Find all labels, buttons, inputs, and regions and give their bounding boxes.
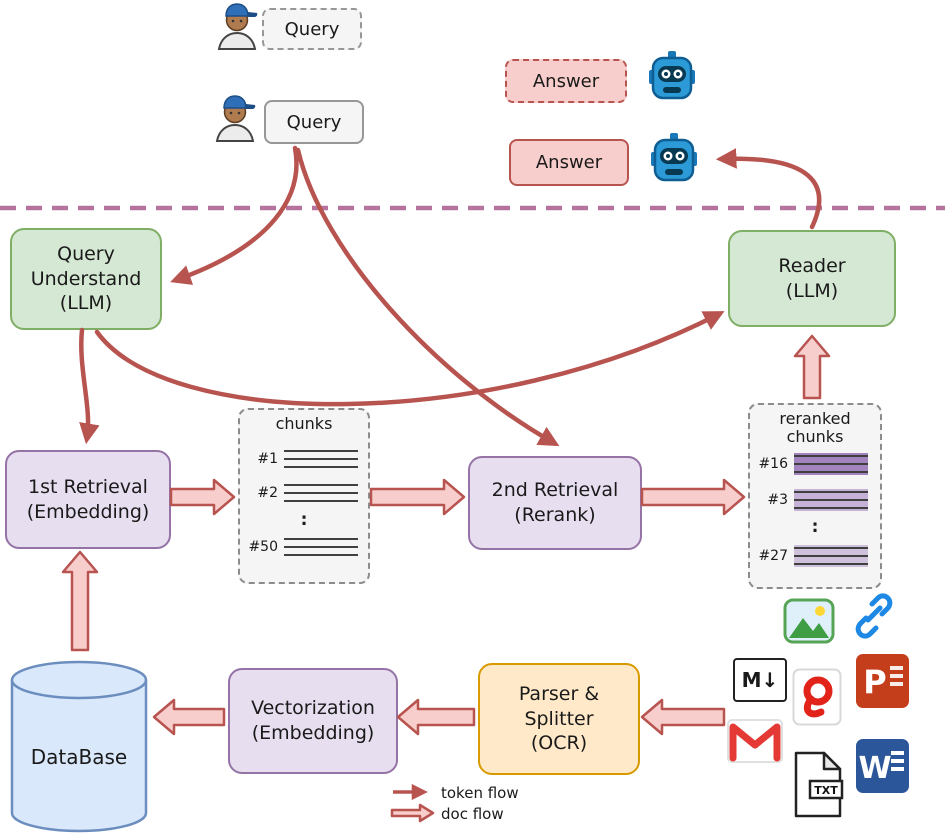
arrow-understand-to-reader xyxy=(94,311,725,407)
arrow-docs-to-parser xyxy=(640,698,726,736)
arrow-reranked-to-reader xyxy=(793,334,831,400)
chunk-lines xyxy=(284,448,358,470)
image-icon xyxy=(783,598,835,644)
robot-icon xyxy=(649,51,695,100)
chunks-box: chunks #1 #2 : #50 xyxy=(238,408,370,584)
vectorization-label: Vectorization (Embedding) xyxy=(251,697,375,744)
chunk-ellipsis: : xyxy=(300,510,308,530)
link-icon xyxy=(855,593,893,639)
chunk-label: #50 xyxy=(248,539,278,555)
txt-file-icon: TXT xyxy=(794,751,844,818)
reranked-chunk-row: #16 xyxy=(756,453,868,475)
second-retrieval-label: 2nd Retrieval (Rerank) xyxy=(491,479,619,526)
user-icon xyxy=(215,95,256,142)
arrow-query-to-understand xyxy=(170,145,299,285)
pdf-icon xyxy=(792,668,842,726)
chunk-lines-highlighted xyxy=(794,489,868,511)
database-label: DataBase xyxy=(30,745,128,769)
chunk-label: #16 xyxy=(758,456,788,472)
chunk-label: #27 xyxy=(758,548,788,564)
arrow-second-retrieval-to-reranked xyxy=(640,478,746,516)
answer-label: Answer xyxy=(535,152,603,173)
chunk-label: #3 xyxy=(767,492,788,508)
arrow-parser-to-vectorization xyxy=(396,698,476,736)
second-retrieval-node: 2nd Retrieval (Rerank) xyxy=(468,456,642,550)
arrow-vectorization-to-database xyxy=(152,698,226,736)
legend-doc-flow-arrow xyxy=(390,803,435,823)
answer-box: Answer xyxy=(509,139,629,186)
query-understand-node: Query Understand (LLM) xyxy=(10,228,162,330)
query-understand-label: Query Understand (LLM) xyxy=(30,242,142,315)
reader-node: Reader (LLM) xyxy=(728,230,896,327)
chunk-row: #2 xyxy=(246,482,358,504)
markdown-icon: M↓ xyxy=(733,658,787,702)
answer-draft-label: Answer xyxy=(532,70,600,92)
query-draft-label: Query xyxy=(284,18,340,40)
vectorization-node: Vectorization (Embedding) xyxy=(228,668,398,774)
first-retrieval-label: 1st Retrieval (Embedding) xyxy=(26,475,150,523)
arrow-understand-to-first-retrieval xyxy=(79,327,100,445)
parser-splitter-node: Parser & Splitter (OCR) xyxy=(478,663,640,775)
txt-icon-text: TXT xyxy=(814,784,838,797)
chunk-ellipsis: : xyxy=(811,517,819,537)
query-draft-box: Query xyxy=(262,8,362,50)
chunk-row: #50 xyxy=(246,536,358,558)
legend-doc-flow-label: doc flow xyxy=(441,805,504,823)
query-label: Query xyxy=(286,111,342,133)
legend-token-flow-label: token flow xyxy=(441,784,519,802)
arrow-chunks-to-second-retrieval xyxy=(369,478,466,516)
robot-icon xyxy=(651,133,697,182)
chunks-title: chunks xyxy=(275,414,333,433)
chunk-label: #2 xyxy=(257,485,278,501)
reranked-chunk-row: #27 xyxy=(756,545,868,567)
gmail-icon xyxy=(727,719,783,763)
chunk-row: #1 xyxy=(246,448,358,470)
query-box: Query xyxy=(264,100,364,144)
database-cylinder xyxy=(10,660,148,833)
chunk-lines-highlighted xyxy=(794,453,868,475)
chunk-lines xyxy=(284,482,358,504)
markdown-icon-text: M↓ xyxy=(741,668,779,692)
arrow-query-to-second-retrieval xyxy=(295,147,560,447)
chunk-lines-highlighted xyxy=(794,545,868,567)
user-icon xyxy=(217,3,258,50)
chunk-label: #1 xyxy=(257,451,278,467)
powerpoint-icon: P xyxy=(856,654,909,708)
parser-splitter-label: Parser & Splitter (OCR) xyxy=(518,682,600,755)
answer-draft-box: Answer xyxy=(505,59,627,103)
word-icon: W xyxy=(856,739,909,793)
arrow-first-retrieval-to-chunks xyxy=(169,478,236,516)
word-icon-letter: W xyxy=(858,751,891,786)
reader-label: Reader (LLM) xyxy=(778,254,846,302)
arrow-database-to-first-retrieval xyxy=(61,550,99,652)
arrow-reader-to-answer xyxy=(715,148,822,230)
reranked-chunk-row: #3 xyxy=(756,489,868,511)
first-retrieval-node: 1st Retrieval (Embedding) xyxy=(5,450,171,549)
reranked-chunks-title: reranked chunks xyxy=(779,409,851,447)
powerpoint-icon-letter: P xyxy=(863,663,886,701)
reranked-chunks-box: reranked chunks #16 #3 : #27 xyxy=(748,403,882,589)
chunk-lines xyxy=(284,536,358,558)
